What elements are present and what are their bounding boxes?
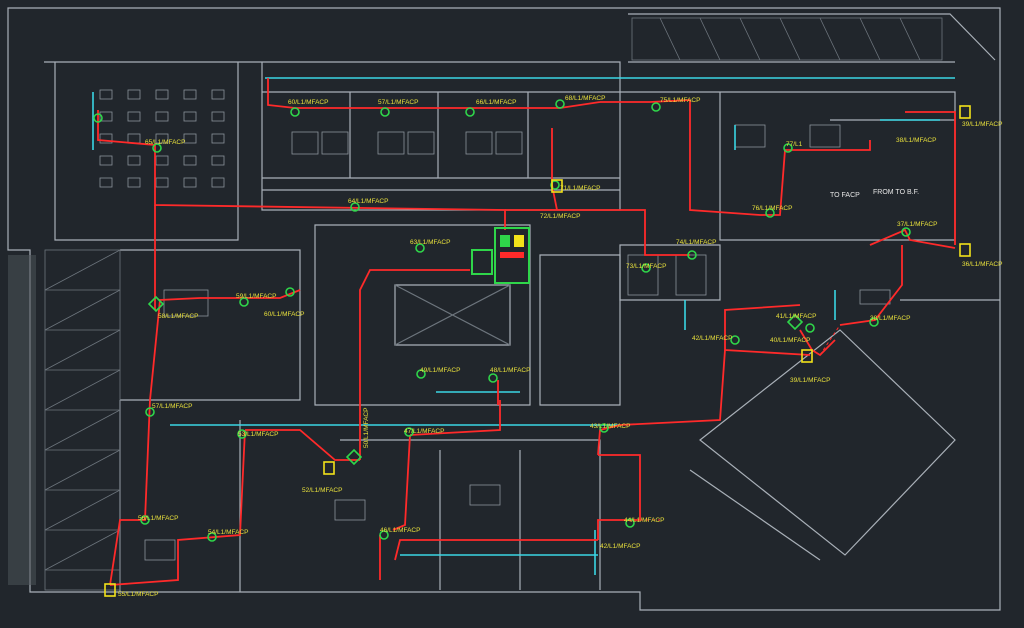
label-42-right: 42/L1/MFACP	[692, 335, 732, 342]
label-40: 40/L1/MFACP	[770, 337, 810, 344]
label-36: 36/L1/MFACP	[962, 261, 1002, 268]
label-57-mid: 57/L1/MFACP	[152, 403, 192, 410]
label-76: 76/L1/MFACP	[752, 205, 792, 212]
label-66: 66/L1/MFACP	[476, 99, 516, 106]
label-53: 53/L1/MFACP	[238, 431, 278, 438]
label-56: 56/L1/MFACP	[138, 515, 178, 522]
label-47: 47/L1/MFACP	[404, 428, 444, 435]
label-59: 59/L1/MFACP	[236, 293, 276, 300]
label-39-bottom: 39/L1/MFACP	[790, 377, 830, 384]
label-54: 54/L1/MFACP	[208, 529, 248, 536]
cyan-conduits	[92, 77, 955, 575]
label-58: 58/L1/MFACP	[158, 313, 198, 320]
label-38-top: 38/L1/MFACP	[896, 137, 936, 144]
label-41: 41/L1/MFACP	[776, 313, 816, 320]
label-39-top: 39/L1/MFACP	[962, 121, 1002, 128]
device-labels: 60/L1/MFACP 57/L1/MFACP 66/L1/MFACP 68/L…	[118, 95, 1002, 598]
label-65: 65/L1/MFACP	[145, 139, 185, 146]
smoke-detectors	[93, 99, 911, 542]
label-68: 68/L1/MFACP	[565, 95, 605, 102]
label-50: 50/L1/MFACP	[363, 408, 370, 448]
label-57-top: 57/L1/MFACP	[378, 99, 418, 106]
label-77: 77/L1	[786, 141, 803, 148]
label-38-right: 38/L1/MFACP	[870, 315, 910, 322]
from-to-bf-note: FROM TO B.F.	[873, 189, 919, 196]
parking-grid	[44, 17, 943, 591]
routing-notes: TO FACP FROM TO B.F.	[830, 189, 919, 199]
label-71: 71/L1/MFACP	[560, 185, 600, 192]
planting-strip	[8, 255, 36, 585]
manual-call-points	[147, 295, 804, 466]
sounder-strobes	[104, 105, 971, 597]
label-63: 63/L1/MFACP	[410, 239, 450, 246]
label-55: 55/L1/MFACP	[118, 591, 158, 598]
label-49: 49/L1/MFACP	[420, 367, 460, 374]
label-72: 72/L1/MFACP	[540, 213, 580, 220]
label-60-mid: 60/L1/MFACP	[264, 311, 304, 318]
label-44: 44/L1/MFACP	[624, 517, 664, 524]
label-74: 74/L1/MFACP	[676, 239, 716, 246]
fire-loop-dashed	[640, 324, 841, 521]
fire-alarm-loop	[97, 78, 956, 586]
building-walls	[7, 7, 1001, 611]
label-75: 75/L1/MFACP	[660, 97, 700, 104]
office-furniture	[144, 124, 891, 561]
label-43: 43/L1/MFACP	[590, 423, 630, 430]
label-46: 46/L1/MFACP	[380, 527, 420, 534]
to-facp-note: TO FACP	[830, 192, 860, 199]
label-73: 73/L1/MFACP	[626, 263, 666, 270]
fire-alarm-control-panel	[471, 227, 530, 284]
label-37: 37/L1/MFACP	[897, 221, 937, 228]
label-42-bottom: 42/L1/MFACP	[600, 543, 640, 550]
label-60-top: 60/L1/MFACP	[288, 99, 328, 106]
label-52: 52/L1/MFACP	[302, 487, 342, 494]
label-64: 64/L1/MFACP	[348, 198, 388, 205]
classroom-seating	[99, 89, 225, 188]
label-48: 48/L1/MFACP	[490, 367, 530, 374]
